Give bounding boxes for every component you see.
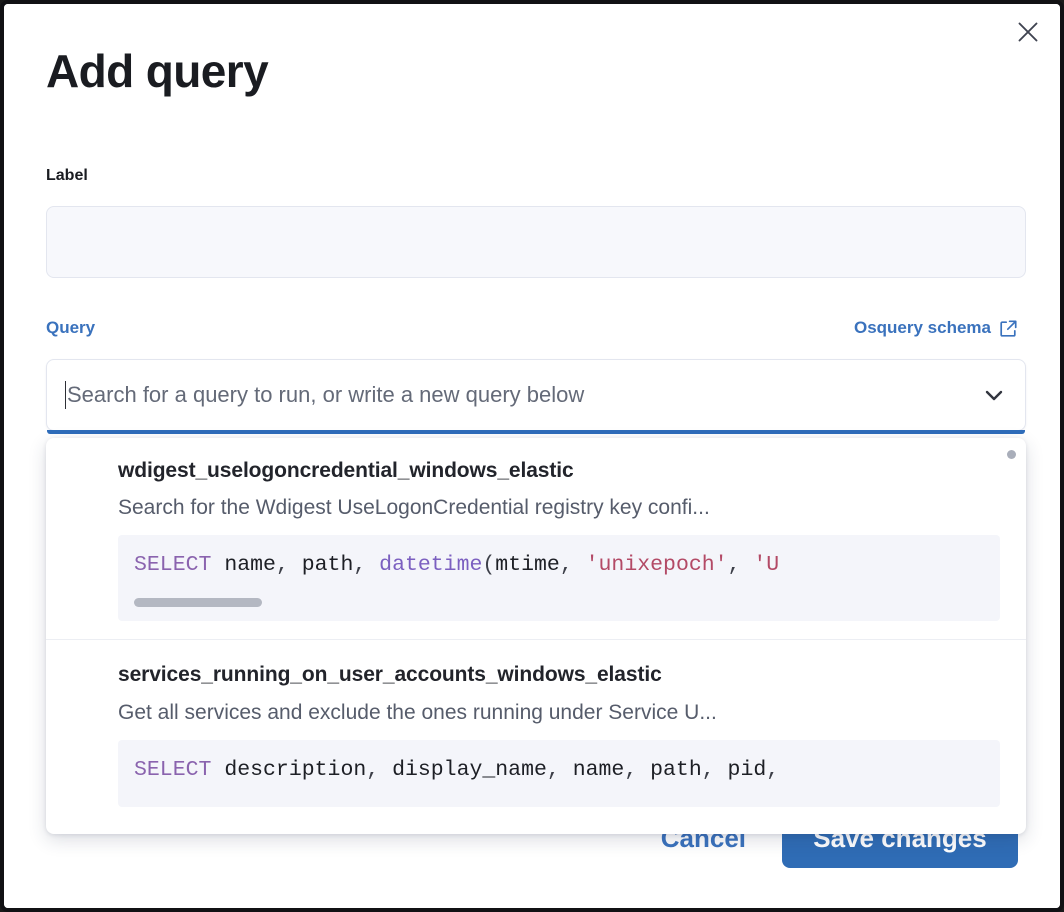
- suggestion-title: services_running_on_user_accounts_window…: [118, 663, 662, 687]
- code-token: ,: [353, 553, 380, 578]
- code-token: datetime: [379, 553, 483, 578]
- list-item[interactable]: wdigest_uselogoncredential_windows_elast…: [46, 438, 1026, 622]
- code-token: ,: [546, 757, 573, 782]
- code-token: name: [572, 757, 625, 782]
- list-item[interactable]: services_running_on_user_accounts_window…: [46, 639, 1026, 807]
- code-token: ,: [701, 757, 728, 782]
- text-caret: [65, 381, 66, 409]
- code-token: pid: [727, 757, 767, 782]
- code-block-padding: [134, 785, 1000, 807]
- close-icon[interactable]: [1010, 14, 1046, 50]
- label-field-label: Label: [46, 167, 88, 184]
- code-token: 'unixepoch': [585, 553, 728, 578]
- code-line: SELECT description, display_name, name, …: [134, 756, 1000, 785]
- code-token: path: [650, 757, 702, 782]
- combobox-focus-underline: [47, 430, 1025, 434]
- osquery-schema-link-label: Osquery schema: [853, 318, 991, 337]
- code-token: ,: [624, 757, 651, 782]
- suggestion-description: Get all services and exclude the ones ru…: [118, 700, 717, 724]
- code-token: name: [211, 553, 276, 578]
- suggestion-description: Search for the Wdigest UseLogonCredentia…: [118, 496, 710, 520]
- query-combobox[interactable]: Search for a query to run, or write a ne…: [46, 359, 1026, 431]
- code-token: display_name: [392, 757, 547, 782]
- code-token: description: [211, 757, 367, 782]
- query-field-label: Query: [46, 318, 96, 337]
- close-icon-glyph: [1018, 22, 1038, 42]
- query-search-input[interactable]: Search for a query to run, or write a ne…: [67, 382, 585, 407]
- code-line: SELECT name, path, datetime(mtime, 'unix…: [134, 551, 1000, 580]
- code-token: 'U: [753, 553, 780, 578]
- code-horizontal-scrollbar[interactable]: [134, 598, 262, 608]
- code-token: (: [482, 553, 496, 578]
- code-token: ,: [766, 757, 780, 782]
- query-suggestions-dropdown[interactable]: wdigest_uselogoncredential_windows_elast…: [46, 438, 1026, 834]
- suggestion-code-block: SELECT name, path, datetime(mtime, 'unix…: [118, 535, 1000, 622]
- code-token: path: [301, 553, 354, 578]
- label-input[interactable]: [46, 206, 1026, 278]
- code-token: ,: [366, 757, 393, 782]
- code-token: ,: [727, 553, 754, 578]
- suggestion-code-block: SELECT description, display_name, name, …: [118, 739, 1000, 807]
- code-token: SELECT: [134, 553, 212, 578]
- page-title: Add query: [46, 45, 269, 97]
- add-query-modal: Add query Label Query Osquery schema Sea…: [4, 4, 1060, 908]
- chevron-down-icon[interactable]: [979, 380, 1009, 410]
- dropdown-scrollbar[interactable]: [1007, 450, 1016, 459]
- external-link-icon: [1000, 319, 1017, 337]
- osquery-schema-link[interactable]: Osquery schema: [854, 318, 1018, 338]
- code-token: SELECT: [134, 757, 212, 782]
- code-token: ,: [559, 553, 586, 578]
- code-token: ,: [275, 553, 302, 578]
- suggestion-title: wdigest_uselogoncredential_windows_elast…: [118, 459, 574, 482]
- code-token: mtime: [495, 553, 560, 578]
